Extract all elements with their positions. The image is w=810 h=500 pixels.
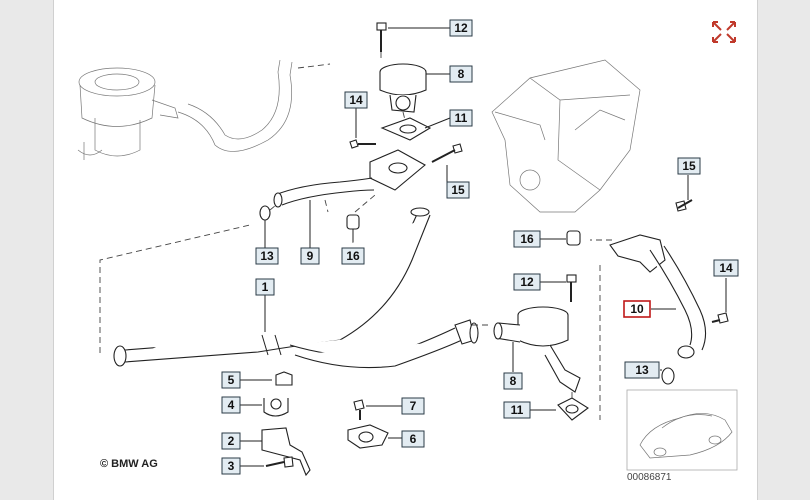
clamp-4 xyxy=(263,398,289,417)
svg-text:5: 5 xyxy=(228,373,235,387)
copyright-text: © BMW AG xyxy=(100,458,158,470)
svg-text:9: 9 xyxy=(307,249,314,263)
svg-text:10: 10 xyxy=(630,302,644,316)
callout-5[interactable]: 5 xyxy=(221,371,241,389)
callout-11-bottom[interactable]: 11 xyxy=(503,401,531,419)
callout-7[interactable]: 7 xyxy=(401,397,425,415)
air-pump-illustration xyxy=(77,67,179,160)
svg-text:4: 4 xyxy=(228,398,235,412)
svg-text:14: 14 xyxy=(349,93,363,107)
svg-text:12: 12 xyxy=(520,275,534,289)
bolt-14-left xyxy=(349,139,376,149)
callout-16-left[interactable]: 16 xyxy=(341,247,365,265)
svg-text:16: 16 xyxy=(520,232,534,246)
svg-text:11: 11 xyxy=(455,111,468,125)
svg-text:15: 15 xyxy=(451,183,465,197)
valve-8-bottom xyxy=(493,306,581,393)
svg-text:14: 14 xyxy=(719,261,733,275)
expand-arrows-icon[interactable] xyxy=(712,21,736,43)
callout-6[interactable]: 6 xyxy=(401,430,425,448)
svg-text:8: 8 xyxy=(458,67,465,81)
callout-14-left[interactable]: 14 xyxy=(344,91,368,109)
callout-4[interactable]: 4 xyxy=(221,396,241,414)
diagram-id: 00086871 xyxy=(627,472,672,483)
callout-15-top[interactable]: 15 xyxy=(446,181,470,199)
svg-text:3: 3 xyxy=(228,459,235,473)
gasket-11-bottom xyxy=(557,397,589,421)
bolt-14-right xyxy=(711,312,729,324)
vehicle-thumbnail xyxy=(626,389,738,471)
svg-text:7: 7 xyxy=(410,399,417,413)
svg-text:2: 2 xyxy=(228,434,235,448)
pipe-10 xyxy=(609,234,707,359)
bushing-16-right xyxy=(566,230,581,246)
bolt-15-top xyxy=(431,143,463,163)
callout-12-top[interactable]: 12 xyxy=(449,19,473,37)
nut-5 xyxy=(275,371,293,386)
callout-10-highlighted[interactable]: 10 xyxy=(623,300,651,318)
gasket-11-top xyxy=(380,117,432,141)
bolt-15-right xyxy=(675,199,693,212)
svg-text:6: 6 xyxy=(410,432,417,446)
callout-16-right[interactable]: 16 xyxy=(513,230,541,248)
y-pipe-1 xyxy=(113,207,479,369)
ring-13-left xyxy=(259,205,271,221)
valve-8-top xyxy=(379,63,427,113)
bolt-3 xyxy=(265,456,294,468)
svg-text:13: 13 xyxy=(260,249,274,263)
callout-13-left[interactable]: 13 xyxy=(255,247,279,265)
callout-12-right[interactable]: 12 xyxy=(513,273,541,291)
callout-14-right[interactable]: 14 xyxy=(713,259,739,277)
svg-text:1: 1 xyxy=(262,280,269,294)
svg-text:11: 11 xyxy=(511,403,524,417)
flange-pipe-9 xyxy=(273,149,426,208)
bracket-2 xyxy=(261,427,311,477)
callout-11-top[interactable]: 11 xyxy=(449,109,473,127)
callout-1[interactable]: 1 xyxy=(255,278,275,296)
callout-13-right[interactable]: 13 xyxy=(624,361,660,379)
engine-block-illustration xyxy=(491,59,641,213)
callout-8-bottom[interactable]: 8 xyxy=(503,372,523,390)
bolt-12-right xyxy=(566,274,577,302)
svg-text:16: 16 xyxy=(346,249,360,263)
callout-8-top[interactable]: 8 xyxy=(449,65,473,83)
bushing-16-left xyxy=(346,214,360,230)
svg-text:13: 13 xyxy=(635,363,649,377)
bolt-12-top xyxy=(376,22,387,52)
svg-text:12: 12 xyxy=(454,21,468,35)
callout-3[interactable]: 3 xyxy=(221,457,241,475)
callout-9[interactable]: 9 xyxy=(300,247,320,265)
svg-text:15: 15 xyxy=(682,159,696,173)
svg-text:8: 8 xyxy=(510,374,517,388)
callout-2[interactable]: 2 xyxy=(221,432,241,450)
ring-13-right xyxy=(661,367,675,385)
bolt-7 xyxy=(353,399,365,420)
clamp-6 xyxy=(347,424,389,449)
callout-15-right[interactable]: 15 xyxy=(677,157,701,175)
